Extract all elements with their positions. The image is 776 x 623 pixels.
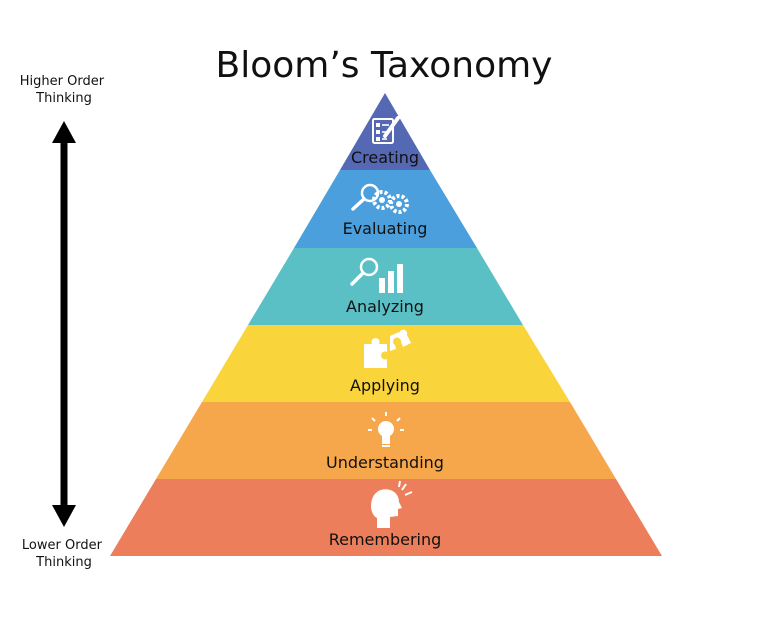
thinking-order-arrow bbox=[52, 121, 76, 527]
lightbulb-icon bbox=[368, 412, 404, 447]
head-thinking-icon bbox=[371, 480, 413, 528]
checklist-pencil-icon bbox=[372, 116, 400, 144]
diagram-title: Bloom’s Taxonomy bbox=[216, 45, 553, 86]
level-label-understanding: Understanding bbox=[326, 453, 444, 472]
band-evaluating bbox=[294, 170, 477, 248]
level-label-creating: Creating bbox=[351, 148, 419, 167]
level-label-evaluating: Evaluating bbox=[343, 219, 428, 238]
lower-order-label: Lower Order Thinking bbox=[22, 538, 106, 570]
magnifier-gears-icon bbox=[351, 183, 409, 214]
level-label-remembering: Remembering bbox=[329, 530, 442, 549]
higher-order-label: Higher Order Thinking bbox=[20, 74, 108, 106]
magnifier-bar-chart-icon bbox=[350, 257, 403, 293]
band-analyzing bbox=[248, 248, 523, 325]
level-label-applying: Applying bbox=[350, 376, 420, 395]
puzzle-pieces-icon bbox=[364, 329, 411, 368]
level-label-analyzing: Analyzing bbox=[346, 297, 424, 316]
